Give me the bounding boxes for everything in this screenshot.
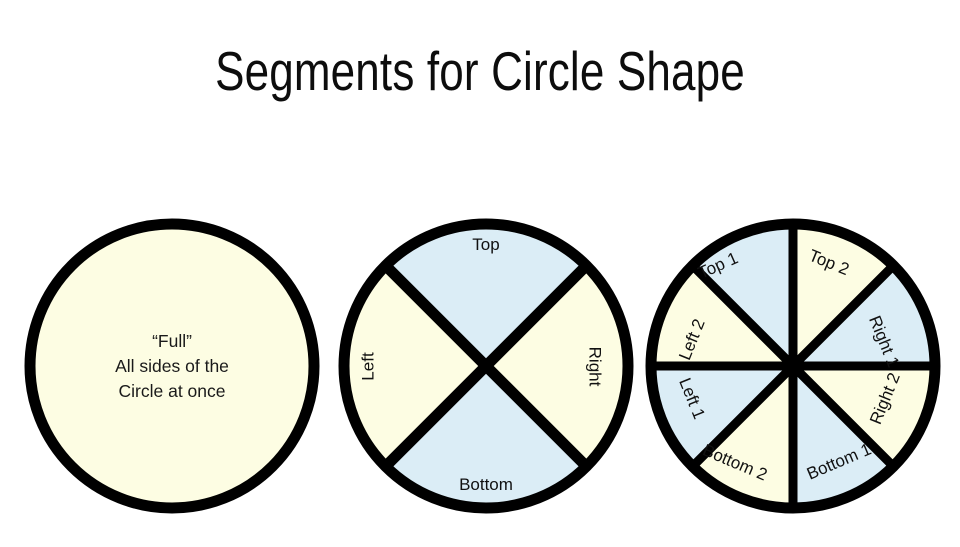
page-title: Segments for Circle Shape — [215, 40, 745, 102]
segment-right[interactable] — [486, 265, 629, 467]
four-segment-circle-svg — [338, 218, 634, 514]
full-circle-svg — [24, 218, 320, 514]
segment-right-1[interactable] — [793, 265, 936, 367]
four-segment-circle-figure[interactable]: Top Right Bottom Left — [338, 218, 634, 514]
four-circle-outline — [338, 218, 634, 514]
segment-left-2[interactable] — [650, 265, 793, 367]
full-circle-figure[interactable]: “Full” All sides of the Circle at once — [24, 218, 320, 514]
eight-segment-circle-figure[interactable]: Top 1 Top 2 Right 1 Right 2 Bottom 1 Bot… — [645, 218, 941, 514]
segment-top[interactable] — [385, 223, 587, 366]
divider-diagonal-ne-sw — [381, 261, 591, 471]
segment-top-1[interactable] — [692, 223, 794, 366]
segment-bottom-2[interactable] — [692, 366, 794, 509]
eight-circle-outline — [645, 218, 941, 514]
divider-diagonal-ne-sw — [689, 262, 897, 470]
segment-left[interactable] — [343, 265, 486, 467]
segment-bottom[interactable] — [385, 366, 587, 509]
eight-segment-circle-svg — [645, 218, 941, 514]
segment-bottom-1[interactable] — [793, 366, 894, 509]
full-circle-outline[interactable] — [24, 218, 320, 514]
segment-left-1[interactable] — [650, 366, 793, 467]
segment-right-2[interactable] — [793, 366, 936, 467]
segment-top-2[interactable] — [793, 223, 894, 366]
